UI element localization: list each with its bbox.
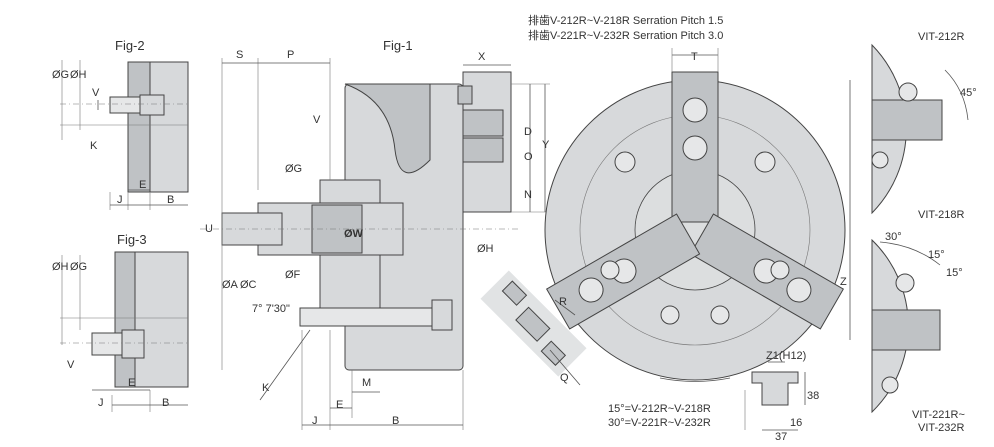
dim-G: ØG — [285, 163, 302, 175]
fig2-dim-G: ØG — [52, 69, 69, 81]
dim-Z: Z — [840, 276, 847, 288]
slot-38: 38 — [807, 390, 819, 402]
dim-X: X — [478, 51, 486, 63]
fig1-drawing — [200, 58, 550, 430]
model-vit221r: VIT-221R~ — [912, 409, 965, 421]
slot-Z1: Z1(H12) — [766, 350, 806, 362]
fig3-drawing — [60, 251, 189, 412]
dim-W: ØW — [344, 228, 364, 240]
vit212-partial — [871, 43, 969, 215]
angle-30: 30° — [885, 231, 902, 243]
fig1-title: Fig-1 — [383, 38, 413, 53]
fig3-dim-J: J — [98, 397, 104, 409]
angle-note-2: 30°=V-221R~V-232R — [608, 417, 711, 429]
dim-A: ØA — [222, 279, 239, 291]
dim-angle: 7° 7'30" — [252, 303, 290, 315]
fig2-dim-H: ØH — [70, 69, 87, 81]
model-vit218r: VIT-218R — [918, 209, 965, 221]
dim-D: D — [524, 126, 532, 138]
model-vit232r: VIT-232R — [918, 422, 965, 434]
fig3-title: Fig-3 — [117, 232, 147, 247]
jaw-detail — [480, 270, 587, 377]
dim-V: V — [313, 114, 321, 126]
dim-O: O — [524, 151, 533, 163]
fig3-dim-G: ØG — [70, 261, 87, 273]
angle-15b: 15° — [946, 267, 963, 279]
dim-Q: Q — [560, 372, 569, 384]
dim-M: M — [362, 377, 371, 389]
dim-T: T — [691, 51, 698, 63]
dim-E: E — [336, 399, 343, 411]
fig3-dim-B: B — [162, 397, 169, 409]
dim-P: P — [287, 49, 294, 61]
dim-F: ØF — [285, 269, 301, 281]
fig2-title: Fig-2 — [115, 38, 145, 53]
model-vit212r: VIT-212R — [918, 31, 965, 43]
fig2-drawing — [60, 60, 189, 210]
dim-N: N — [524, 189, 532, 201]
dim-C: ØC — [240, 279, 257, 291]
dim-B: B — [392, 415, 399, 427]
dim-Y: Y — [542, 139, 550, 151]
dim-U: U — [205, 223, 213, 235]
fig2-dim-B: B — [167, 194, 174, 206]
angle-note-1: 15°=V-212R~V-218R — [608, 403, 711, 415]
fig3-dim-E: E — [128, 377, 135, 389]
tslot-section — [744, 361, 806, 431]
dim-K: K — [262, 382, 270, 394]
fig2-dim-V: V — [92, 87, 100, 99]
slot-37: 37 — [775, 431, 787, 443]
slot-16: 16 — [790, 417, 802, 429]
dim-H: ØH — [477, 243, 494, 255]
angle-15a: 15° — [928, 249, 945, 261]
fig2-dim-J: J — [117, 194, 123, 206]
fig2-dim-E: E — [139, 179, 146, 191]
serration-note-1: 排歯V-212R~V-218R Serration Pitch 1.5 — [528, 13, 723, 27]
dim-J: J — [312, 415, 318, 427]
angle-45: 45° — [960, 87, 977, 99]
vit221-partial — [871, 238, 941, 414]
fig3-dim-V: V — [67, 359, 75, 371]
chuck-front-view — [544, 48, 851, 382]
dim-S: S — [236, 49, 243, 61]
serration-note-2: 排歯V-221R~V-232R Serration Pitch 3.0 — [528, 28, 723, 42]
fig3-dim-H: ØH — [52, 261, 69, 273]
dim-R: R — [559, 296, 567, 308]
fig2-dim-K: K — [90, 140, 98, 152]
